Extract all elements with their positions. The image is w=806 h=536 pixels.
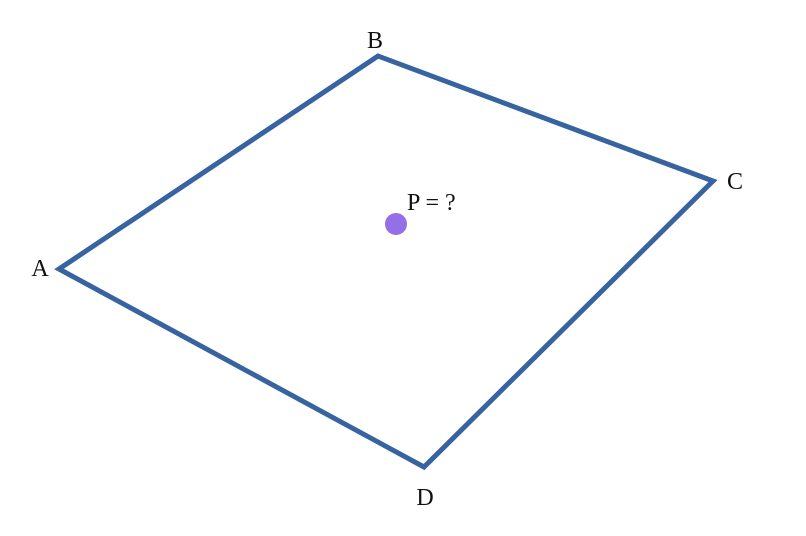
vertex-label-c: C (727, 169, 743, 195)
point-p (385, 213, 407, 235)
vertex-label-d: D (416, 485, 433, 511)
quadrilateral-abcd (54, 53, 718, 471)
point-p-label: P = ? (407, 190, 456, 216)
vertex-label-a: A (31, 256, 49, 282)
vertex-label-b: B (367, 28, 383, 54)
